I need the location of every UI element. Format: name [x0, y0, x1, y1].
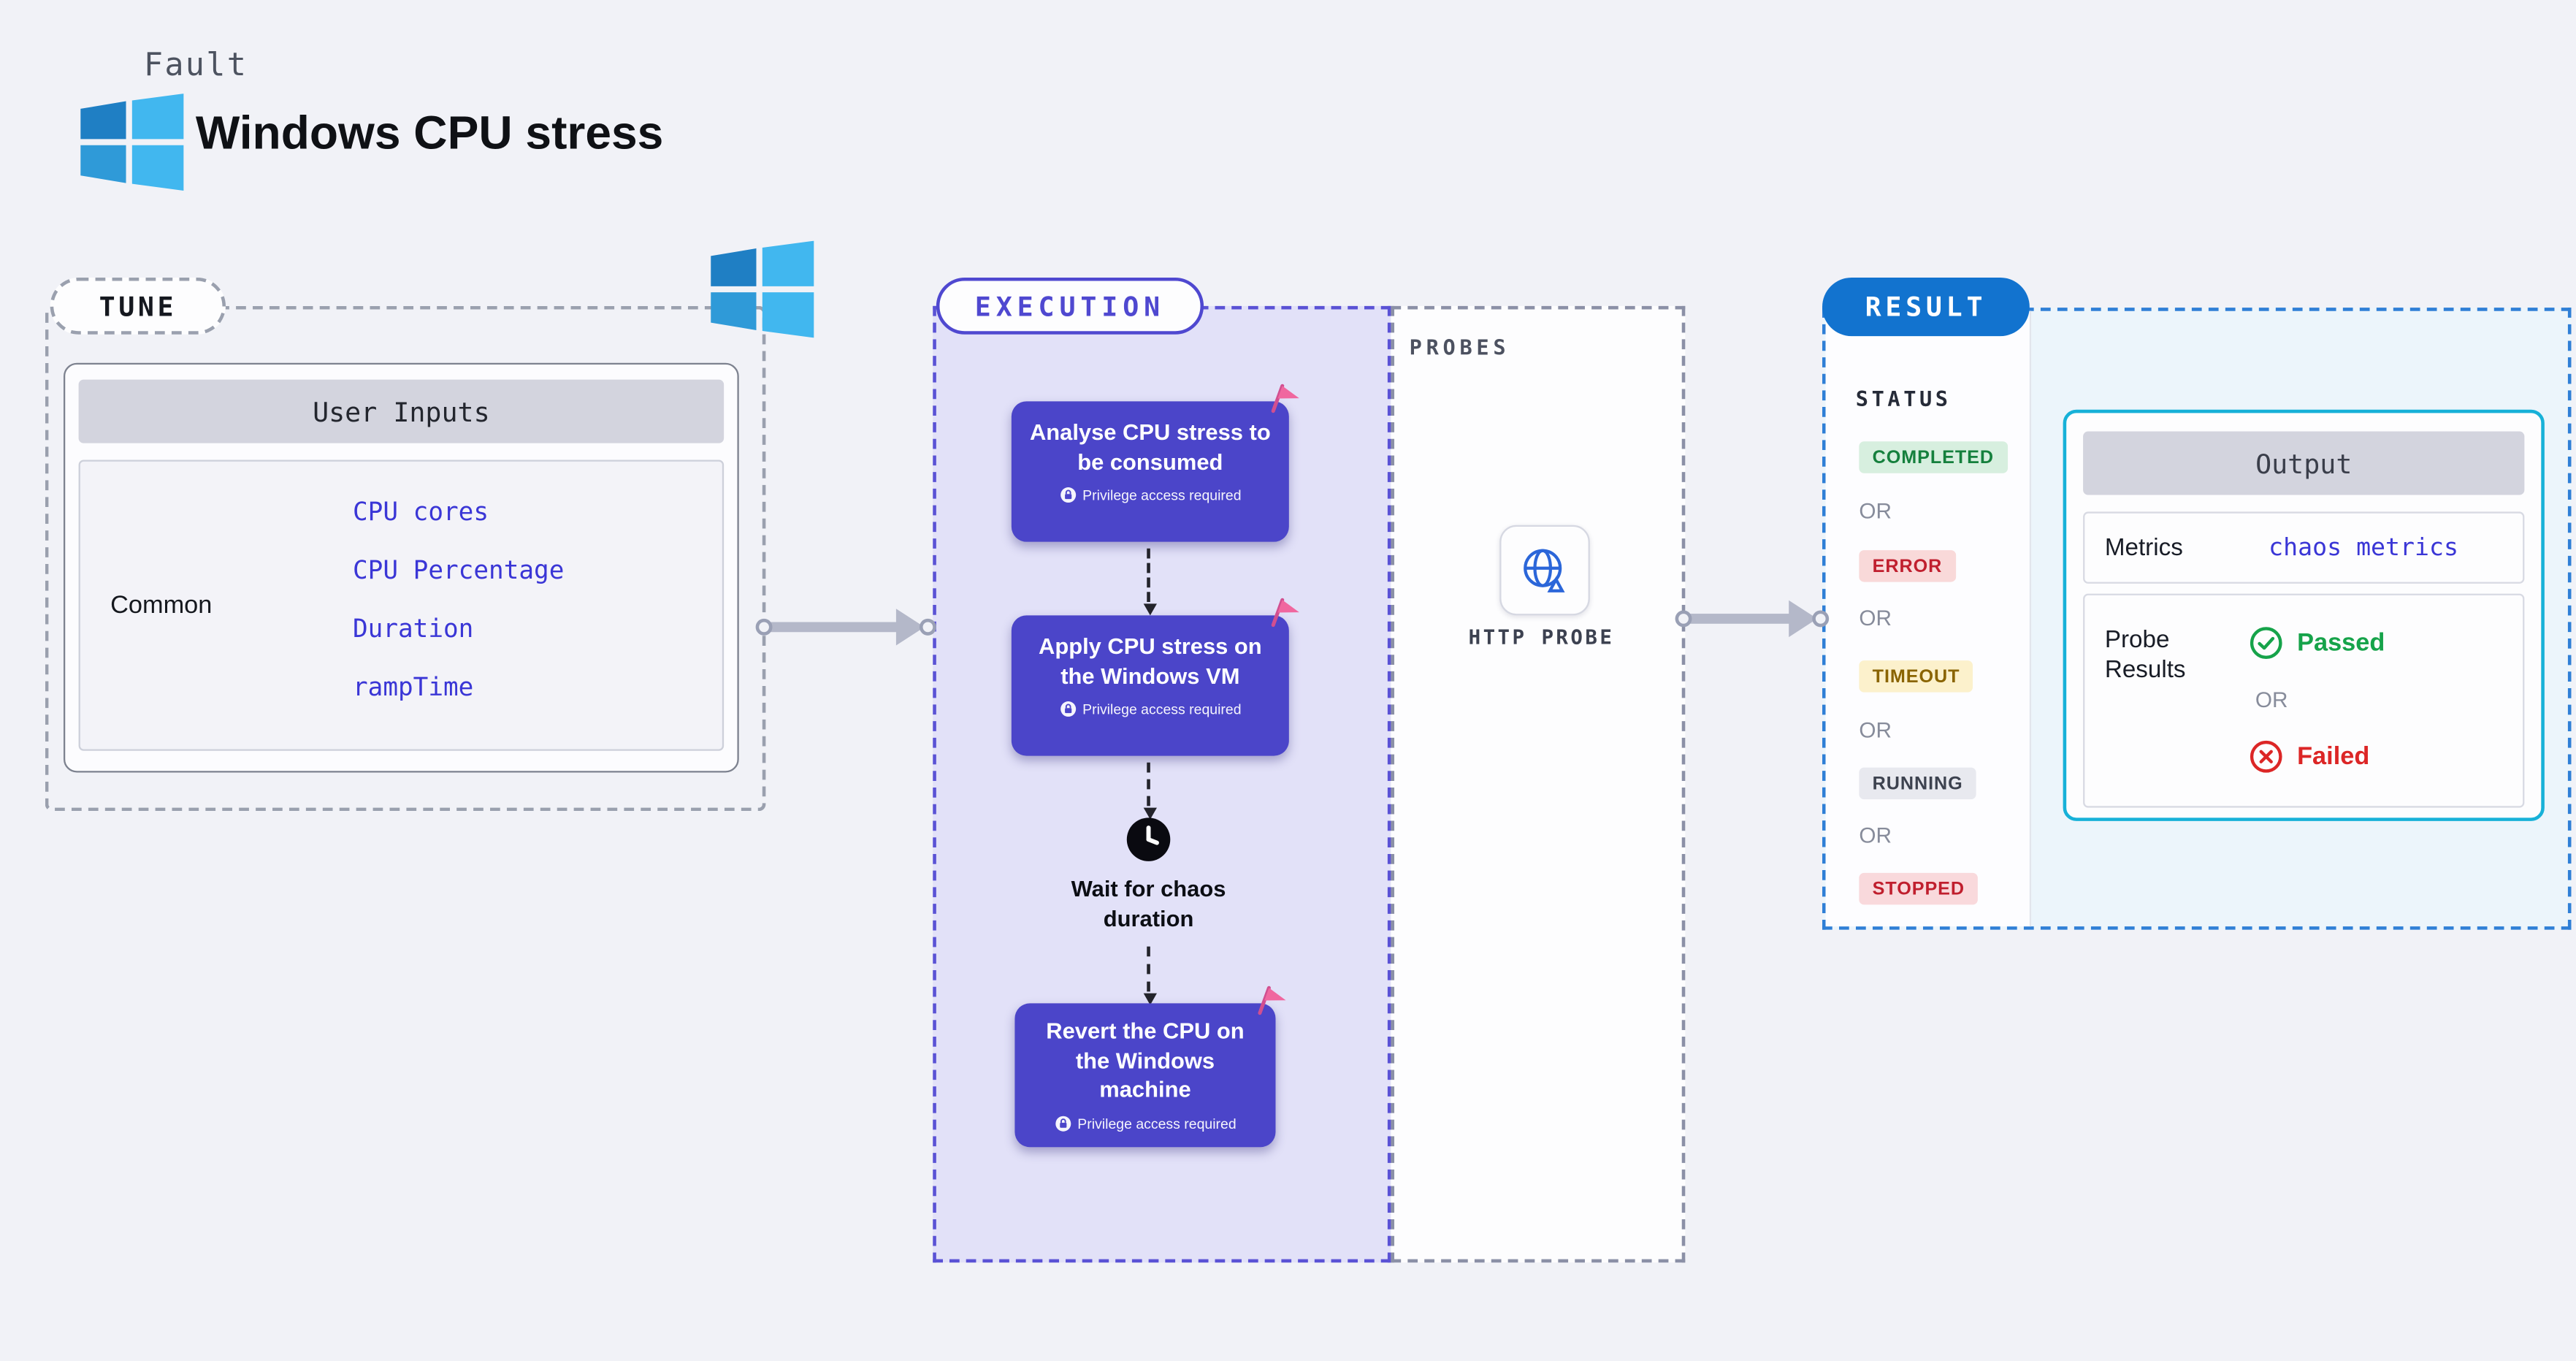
arrow-end-dot	[1812, 610, 1830, 628]
globe-icon	[1518, 544, 1571, 597]
step-connector	[1143, 762, 1157, 820]
arrow-end-dot	[919, 618, 936, 636]
step-title: Revert the CPU on the Windows machine	[1046, 1018, 1245, 1102]
or-label: OR	[1859, 717, 1892, 743]
page-title: Windows CPU stress	[195, 107, 664, 159]
input-group-label: Common	[110, 591, 213, 620]
result-section: STATUS COMPLETED OR ERROR OR TIMEOUT OR …	[1822, 308, 2572, 930]
probe-failed: Failed	[2249, 739, 2370, 774]
privilege-badge-text: Privilege access required	[1082, 701, 1242, 718]
link-cpu-percentage[interactable]: CPU Percentage	[352, 554, 565, 586]
flow-arrow-execution-to-result	[1675, 597, 1830, 641]
privilege-badge: Privilege access required	[1012, 487, 1289, 503]
status-panel	[1825, 310, 2032, 927]
privilege-badge: Privilege access required	[1012, 701, 1289, 717]
result-label: RESULT	[1822, 277, 2030, 337]
lock-icon	[1054, 1115, 1071, 1132]
status-badge-timeout: TIMEOUT	[1859, 660, 1973, 693]
status-badge-stopped: STOPPED	[1859, 872, 1979, 905]
status-badge-error: ERROR	[1859, 550, 1956, 582]
tune-section	[45, 305, 766, 812]
check-circle-icon	[2249, 625, 2284, 660]
user-inputs-header: User Inputs	[78, 379, 725, 443]
privilege-badge-text: Privilege access required	[1077, 1114, 1237, 1132]
clock-icon	[1125, 816, 1172, 863]
status-badge-running: RUNNING	[1859, 767, 1976, 800]
input-links: CPU cores CPU Percentage Duration rampTi…	[353, 498, 564, 701]
step-apply-cpu-stress: Apply CPU stress on the Windows VM Privi…	[1011, 598, 1299, 756]
step-revert-cpu: Revert the CPU on the Windows machine Pr…	[1014, 986, 1286, 1148]
step-connector	[1143, 946, 1157, 1005]
privilege-badge: Privilege access required	[1014, 1115, 1275, 1132]
output-header: Output	[2083, 431, 2525, 495]
step-connector	[1143, 548, 1157, 616]
user-inputs-body: Common CPU cores CPU Percentage Duration…	[78, 460, 725, 751]
output-card: Output Metrics chaos metrics Probe Resul…	[2063, 409, 2545, 821]
execution-label: EXECUTION	[936, 277, 1204, 335]
http-probe-label: HTTP PROBE	[1468, 625, 1615, 649]
user-inputs-table: User Inputs Common CPU cores CPU Percent…	[63, 362, 739, 773]
link-cpu-cores[interactable]: CPU cores	[352, 496, 489, 527]
step-title: Analyse CPU stress to be consumed	[1029, 419, 1271, 475]
lock-icon	[1059, 701, 1076, 717]
arrow-start-dot	[1675, 610, 1692, 628]
flag-icon	[1252, 983, 1292, 1023]
windows-logo-icon	[706, 240, 819, 338]
tune-label: TUNE	[50, 277, 226, 335]
lock-icon	[1059, 487, 1076, 503]
arrow-start-dot	[755, 618, 773, 636]
flag-icon	[1266, 381, 1306, 422]
windows-logo-icon	[77, 94, 187, 191]
metrics-label: Metrics	[2104, 534, 2183, 561]
wait-step-label: Wait for chaos duration	[1071, 876, 1226, 931]
status-badge-completed: COMPLETED	[1859, 441, 2008, 473]
or-label: OR	[2255, 687, 2288, 713]
probe-passed: Passed	[2249, 625, 2385, 660]
flag-icon	[1266, 595, 1306, 636]
probe-results-label: Probe Results	[2104, 627, 2186, 685]
failed-label: Failed	[2297, 742, 2370, 771]
or-label: OR	[1859, 823, 1892, 848]
link-duration[interactable]: Duration	[352, 614, 474, 644]
chaos-metrics-link[interactable]: chaos metrics	[2269, 534, 2458, 561]
probes-label: PROBES	[1409, 334, 1510, 360]
passed-label: Passed	[2297, 628, 2385, 657]
or-label: OR	[1859, 605, 1892, 630]
arrow-shaft	[768, 622, 900, 633]
fault-kicker: Fault	[143, 47, 248, 84]
arrow-shaft	[1688, 614, 1792, 624]
metrics-row: Metrics chaos metrics	[2083, 511, 2525, 584]
step-analyse-cpu-stress: Analyse CPU stress to be consumed Privil…	[1011, 384, 1299, 542]
status-header: STATUS	[1855, 386, 1952, 412]
step-title: Apply CPU stress on the Windows VM	[1039, 633, 1262, 689]
probes-section: PROBES HTTP PROBE	[1391, 305, 1686, 1263]
privilege-badge-text: Privilege access required	[1082, 487, 1242, 504]
x-circle-icon	[2249, 739, 2284, 774]
flow-arrow-tune-to-execution	[755, 606, 936, 649]
http-probe-card	[1499, 525, 1590, 616]
link-ramptime[interactable]: rampTime	[352, 672, 474, 703]
or-label: OR	[1859, 498, 1892, 524]
probe-results-row: Probe Results Passed OR	[2083, 593, 2525, 808]
